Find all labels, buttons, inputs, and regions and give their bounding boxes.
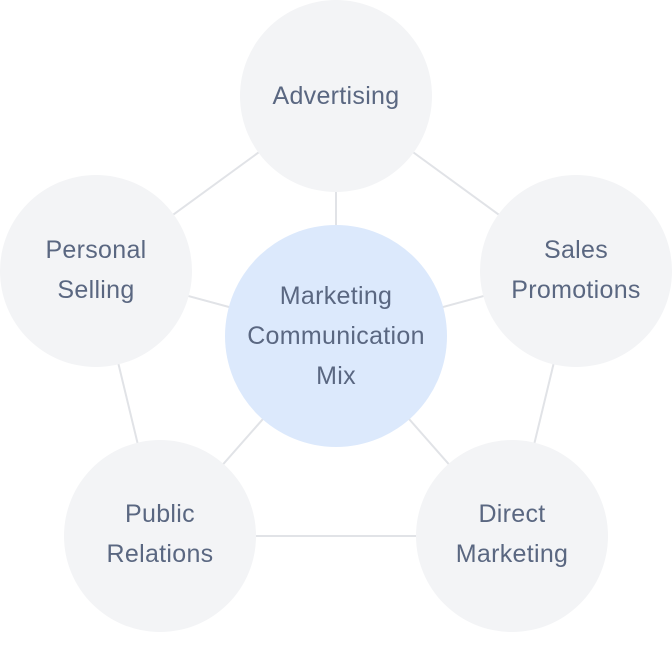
- public-relations-label-line-1: Public: [125, 500, 195, 528]
- node-public-relations: [64, 440, 256, 632]
- center-label: Marketing Communication Mix: [226, 276, 446, 396]
- center-label-line-3: Mix: [316, 362, 356, 390]
- direct-marketing-label-line-2: Marketing: [455, 540, 569, 568]
- sales-promotions-label: Sales Promotions: [486, 230, 666, 310]
- node-direct-marketing: [416, 440, 608, 632]
- advertising-label-line-1: Advertising: [272, 82, 400, 110]
- node-advertising: [240, 0, 432, 192]
- center-node: [225, 225, 447, 447]
- sales-promotions-label-line-2: Promotions: [511, 276, 641, 304]
- center-label-line-1: Marketing: [279, 282, 393, 310]
- node-personal-selling: [0, 175, 192, 367]
- center-label-line-2: Communication: [247, 322, 425, 350]
- node-sales-promotions: [480, 175, 672, 367]
- advertising-label: Advertising: [246, 56, 426, 136]
- sales-promotions-label-line-1: Sales: [543, 236, 609, 264]
- public-relations-label: Public Relations: [70, 494, 250, 574]
- personal-selling-label: Personal Selling: [6, 230, 186, 310]
- direct-marketing-label-line-1: Direct: [478, 500, 546, 528]
- public-relations-label-line-2: Relations: [106, 540, 214, 568]
- personal-selling-label-line-1: Personal: [45, 236, 147, 264]
- personal-selling-label-line-2: Selling: [57, 276, 135, 304]
- direct-marketing-label: Direct Marketing: [422, 494, 602, 574]
